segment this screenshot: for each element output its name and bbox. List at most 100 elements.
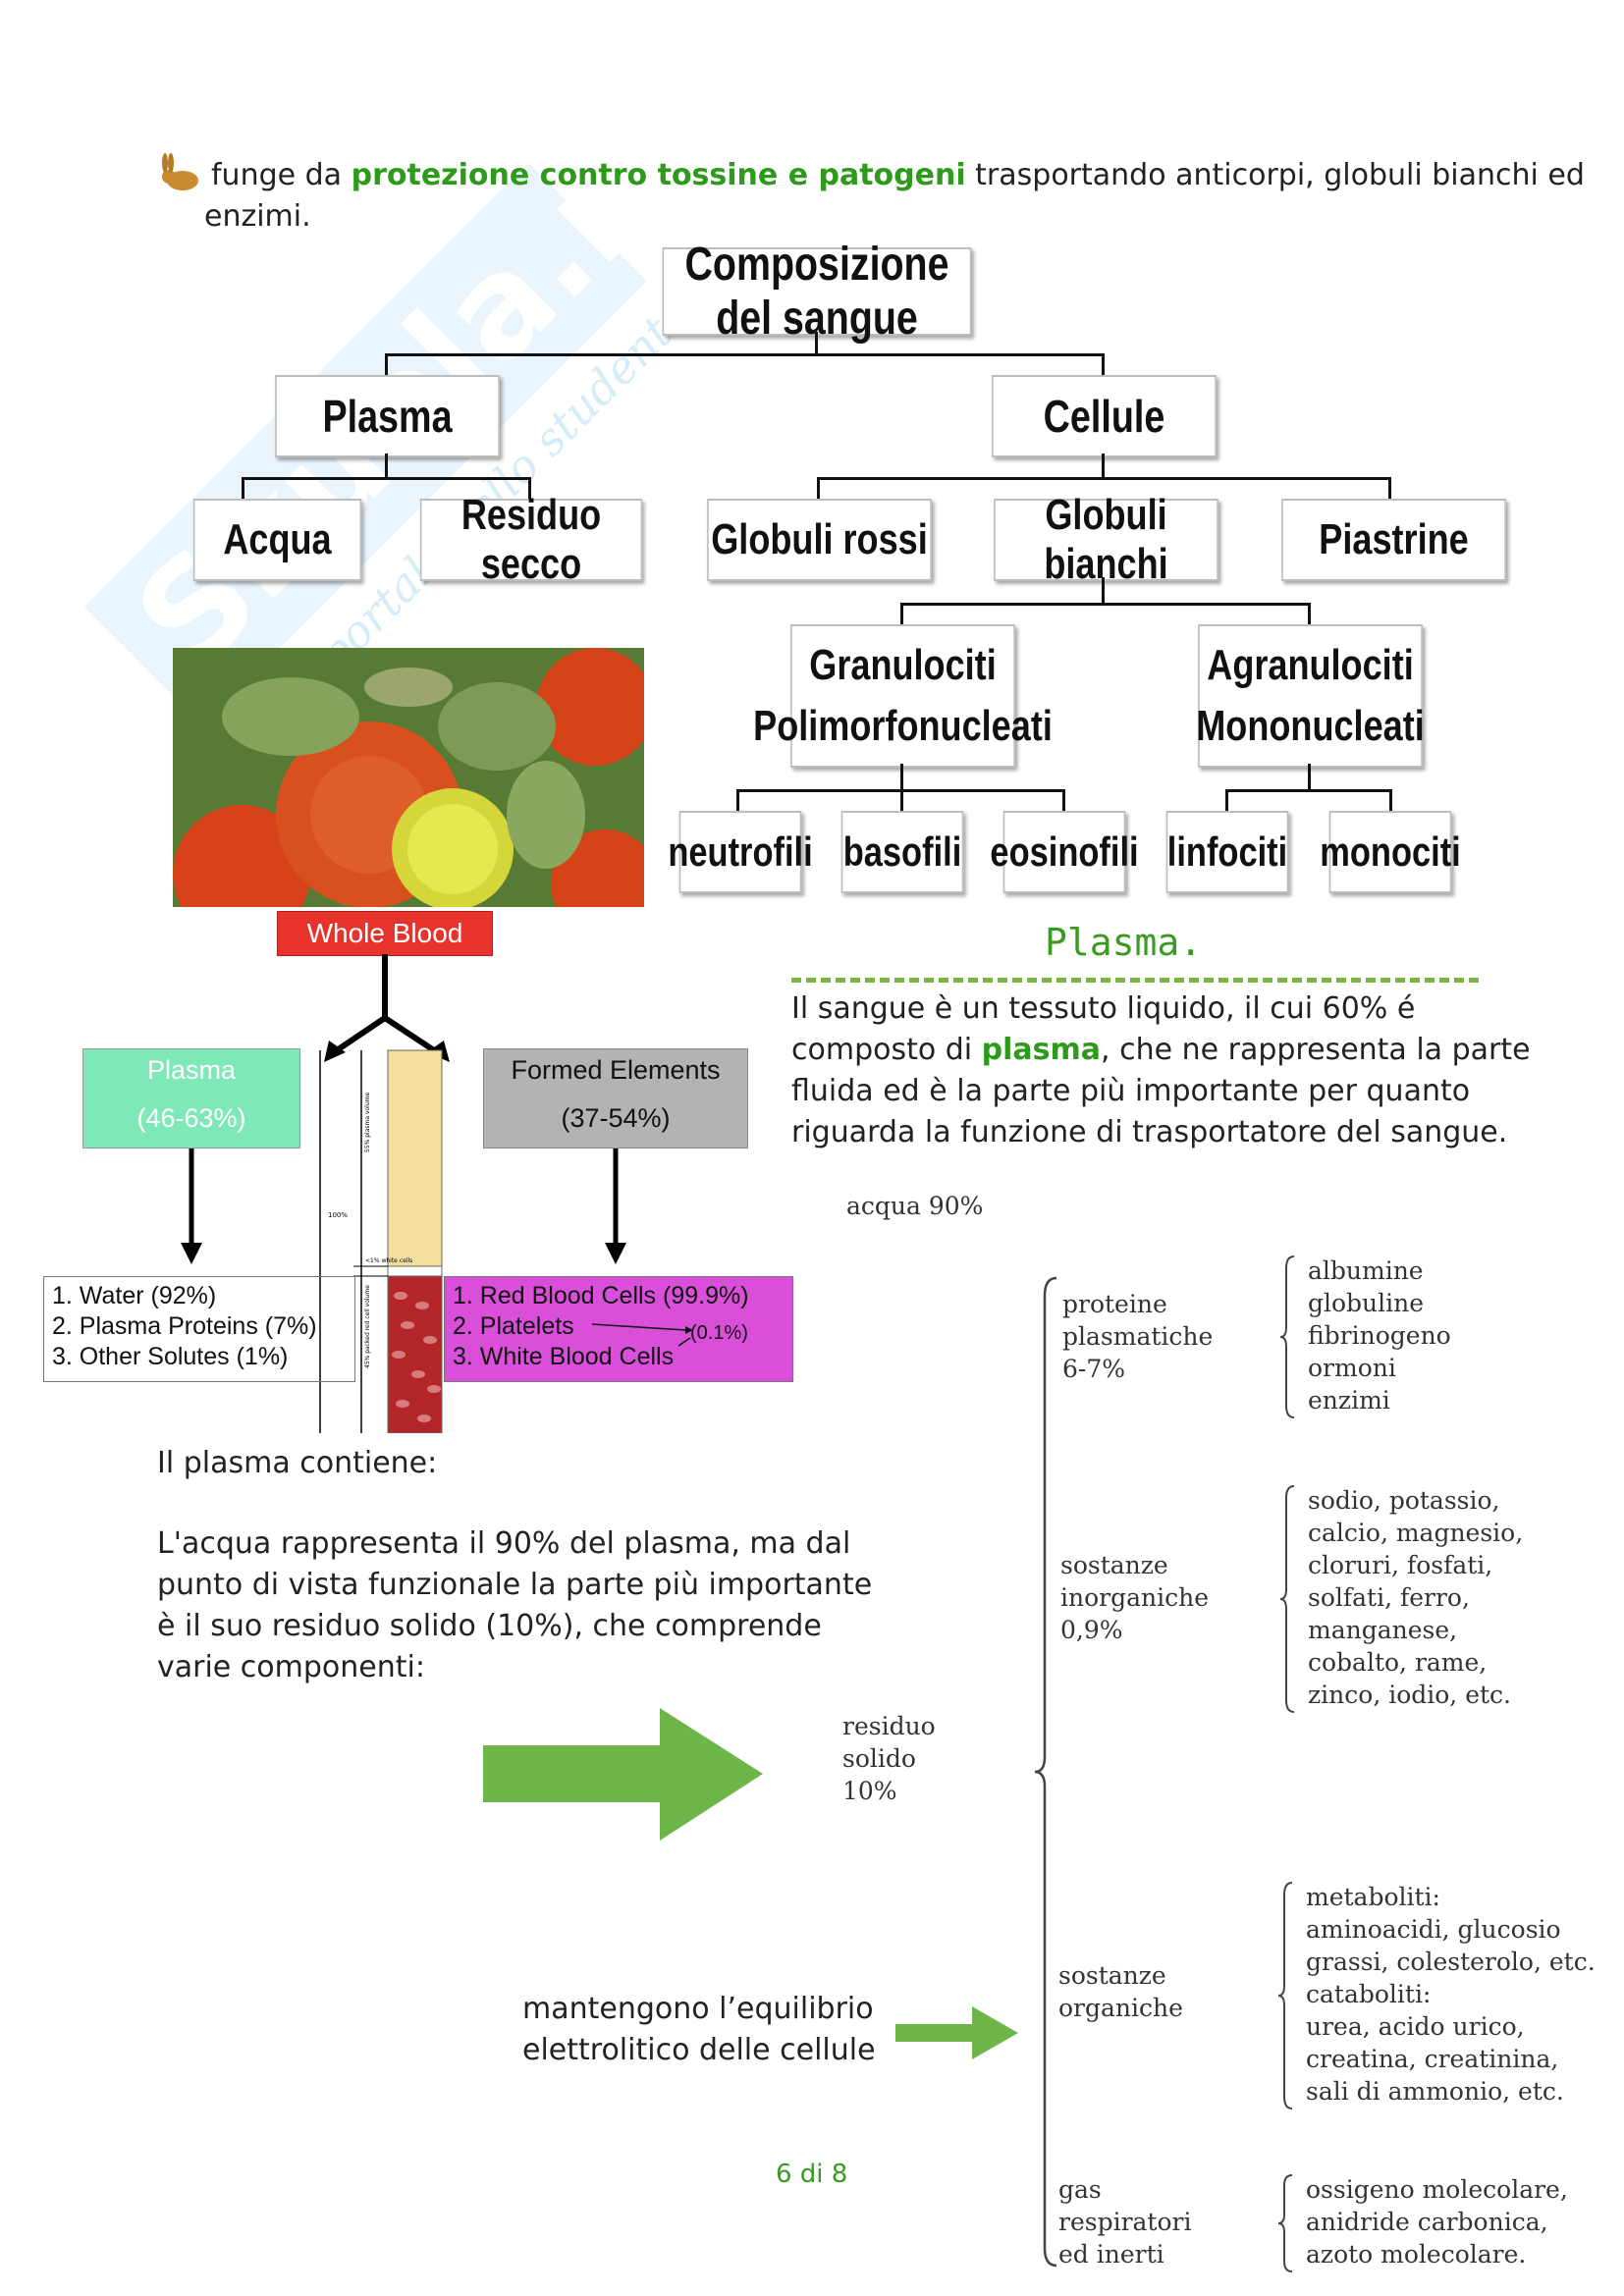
- scan-residuo-2: solido: [842, 1744, 916, 1773]
- scan-g2-item-4: solfati, ferro,: [1308, 1583, 1470, 1612]
- plasma-para-1-line-4: riguarda la funzione di trasportatore de…: [791, 1115, 1508, 1149]
- intro-line-1: funge da protezione contro tossine e pat…: [211, 155, 1585, 196]
- scan-group-proteine-items: albumine globuline fibrinogeno ormoni en…: [1308, 1255, 1451, 1416]
- plasma-para-1-line-3: fluida ed è la parte più importante per …: [791, 1074, 1471, 1108]
- granulociti-line-1: Granulociti: [809, 641, 997, 689]
- scan-g3-item-7: sali di ammonio, etc.: [1306, 2077, 1564, 2106]
- scan-g3-name-2: organiche: [1058, 1994, 1183, 2022]
- scan-g1-item-1: albumine: [1308, 1256, 1424, 1285]
- formed-components-list: 1. Red Blood Cells (99.9%) 2. Platelets …: [444, 1276, 793, 1382]
- intro-line-2: enzimi.: [204, 199, 311, 234]
- tree-residuo-secco: Residuo secco: [419, 491, 643, 588]
- scan-g4-item-1: ossigeno molecolare,: [1306, 2175, 1568, 2204]
- formed-note-arrows: [592, 1323, 693, 1347]
- tree-monociti: monociti: [1320, 811, 1461, 893]
- intro-highlight: protezione contro tossine e patogeni: [351, 158, 966, 192]
- formed-note: (0.1%): [690, 1322, 748, 1344]
- plasma-contiene: Il plasma contiene:: [157, 1446, 438, 1480]
- equilibrio-note: mantengono l’equilibrio elettrolitico de…: [522, 1989, 876, 2071]
- formed-down-arrow: [605, 1148, 626, 1264]
- plasma-para-1-line-1: Il sangue è un tessuto liquido, il cui 6…: [791, 991, 1416, 1026]
- scan-g2-name-2: inorganiche: [1060, 1583, 1210, 1612]
- equilibrio-line-1: mantengono l’equilibrio: [522, 1992, 874, 2026]
- plasma-para-2-line-4: varie componenti:: [157, 1650, 425, 1684]
- tree-root: Composizione del sangue: [662, 239, 972, 345]
- plasma-fraction-box: Plasma (46-63%): [82, 1048, 300, 1148]
- scan-group-organiche: sostanze organiche: [1058, 1959, 1183, 2024]
- scan-g1-item-5: enzimi: [1308, 1386, 1390, 1415]
- plasma-para-1-line-2: composto di plasma, che ne rappresenta l…: [791, 1030, 1531, 1071]
- plasma-para-2-line-1: L'acqua rappresenta il 90% del plasma, m…: [157, 1526, 851, 1561]
- scan-brace-2: [1279, 1485, 1295, 1713]
- tree-piastrine: Piastrine: [1281, 499, 1506, 581]
- tree-eosinofili: eosinofili: [990, 811, 1139, 893]
- equilibrio-line-2: elettrolitico delle cellule: [522, 2033, 876, 2067]
- scan-g3-item-4: cataboliti:: [1306, 1980, 1432, 2008]
- tree-linfociti: linfociti: [1165, 811, 1289, 893]
- scan-g4-item-2: anidride carbonica,: [1306, 2208, 1548, 2236]
- formed-box-title: Formed Elements: [511, 1055, 721, 1085]
- tree-granulociti: Granulociti Polimorfonucleati: [753, 624, 1053, 768]
- scan-g4-item-3: azoto molecolare.: [1306, 2240, 1527, 2269]
- scan-g4-name-3: ed inerti: [1058, 2240, 1164, 2269]
- intro-suffix: trasportando anticorpi, globuli bianchi …: [965, 158, 1585, 192]
- plasma-box-title: Plasma: [146, 1055, 237, 1085]
- plasma-para-2-line-3: è il suo residuo solido (10%), che compr…: [157, 1609, 822, 1643]
- tree-plasma: Plasma: [275, 375, 500, 457]
- plasma-para-1: Il sangue è un tessuto liquido, il cui 6…: [791, 988, 1531, 1153]
- scan-g4-name-2: respiratori: [1058, 2208, 1192, 2236]
- blood-cells-photo: [173, 648, 644, 907]
- plasma-heading-divider: [791, 978, 1479, 983]
- plasma-para-highlight: plasma: [981, 1033, 1102, 1067]
- plasma-components-list: 1. Water (92%) 2. Plasma Proteins (7%) 3…: [43, 1276, 355, 1382]
- tree-globuli-bianchi: Globuli bianchi: [994, 491, 1218, 588]
- formed-elements-box: Formed Elements (37-54%): [483, 1048, 748, 1148]
- scan-g1-name-1: proteine: [1062, 1290, 1167, 1318]
- scan-g1-item-4: ormoni: [1308, 1354, 1396, 1382]
- plasma-item-proteins: 2. Plasma Proteins (7%): [52, 1312, 317, 1340]
- scan-g3-item-1: metaboliti:: [1306, 1883, 1440, 1911]
- granulociti-line-2: Polimorfonucleati: [753, 702, 1053, 750]
- tube-label-total: 100%: [328, 1211, 348, 1219]
- scan-g2-item-1: sodio, potassio,: [1308, 1486, 1500, 1515]
- tree-neutrofili: neutrofili: [668, 811, 813, 893]
- scan-g2-item-3: cloruri, fosfati,: [1308, 1551, 1493, 1579]
- scan-group-gas: gas respiratori ed inerti: [1058, 2173, 1191, 2270]
- plasma-para-2-line-2: punto di vista funzionale la parte più i…: [157, 1568, 873, 1602]
- scan-g2-item-6: cobalto, rame,: [1308, 1648, 1488, 1677]
- scan-g3-item-2: aminoacidi, glucosio: [1306, 1915, 1561, 1944]
- scan-residuo: residuo solido 10%: [842, 1710, 936, 1807]
- tree-acqua: Acqua: [192, 499, 362, 581]
- scan-g4-name-1: gas: [1058, 2175, 1102, 2204]
- scan-g2-item-7: zinco, iodio, etc.: [1308, 1681, 1511, 1709]
- formed-item-platelets: 2. Platelets: [453, 1312, 574, 1340]
- scan-group-inorganiche-items: sodio, potassio, calcio, magnesio, cloru…: [1308, 1484, 1523, 1711]
- tube-label-plasma-volume: 55% plasma volume: [364, 1093, 371, 1152]
- scan-main-brace: [1034, 1276, 1057, 2268]
- plasma-item-water: 1. Water (92%): [52, 1282, 217, 1309]
- scan-g2-item-5: manganese,: [1308, 1616, 1458, 1644]
- plasma-heading: Plasma.: [1045, 921, 1203, 964]
- plasma-down-arrow: [181, 1148, 202, 1264]
- tree-globuli-rossi: Globuli rossi: [707, 499, 932, 581]
- plasma-para-prefix: composto di: [791, 1033, 982, 1067]
- formed-box-range: (37-54%): [561, 1103, 671, 1133]
- scan-brace-4: [1277, 2174, 1293, 2272]
- scan-g1-name-2: plasmatiche: [1062, 1322, 1214, 1351]
- tube-label-white-cells: <1% white cells: [365, 1257, 412, 1264]
- tree-agranulociti: Agranulociti Mononucleati: [1196, 624, 1425, 768]
- scan-group-organiche-items: metaboliti: aminoacidi, glucosio grassi,…: [1306, 1881, 1596, 2108]
- scan-residuo-1: residuo: [842, 1712, 936, 1740]
- big-green-arrow-icon: [483, 1708, 763, 1841]
- formed-item-rbc: 1. Red Blood Cells (99.9%): [453, 1282, 749, 1309]
- scan-g3-item-5: urea, acido urico,: [1306, 2012, 1525, 2041]
- page-number: 6 di 8: [776, 2160, 848, 2189]
- plasma-para-suffix: , che ne rappresenta la parte: [1101, 1033, 1531, 1067]
- scan-brace-3: [1277, 1882, 1293, 2109]
- scan-g3-name-1: sostanze: [1058, 1961, 1166, 1990]
- tree-cellule: Cellule: [992, 375, 1217, 457]
- plasma-para-2: L'acqua rappresenta il 90% del plasma, m…: [157, 1523, 872, 1688]
- scan-group-proteine: proteine plasmatiche 6-7%: [1062, 1288, 1213, 1385]
- scan-g3-item-6: creatina, creatinina,: [1306, 2045, 1559, 2073]
- scan-group-inorganiche: sostanze inorganiche 0,9%: [1060, 1549, 1209, 1646]
